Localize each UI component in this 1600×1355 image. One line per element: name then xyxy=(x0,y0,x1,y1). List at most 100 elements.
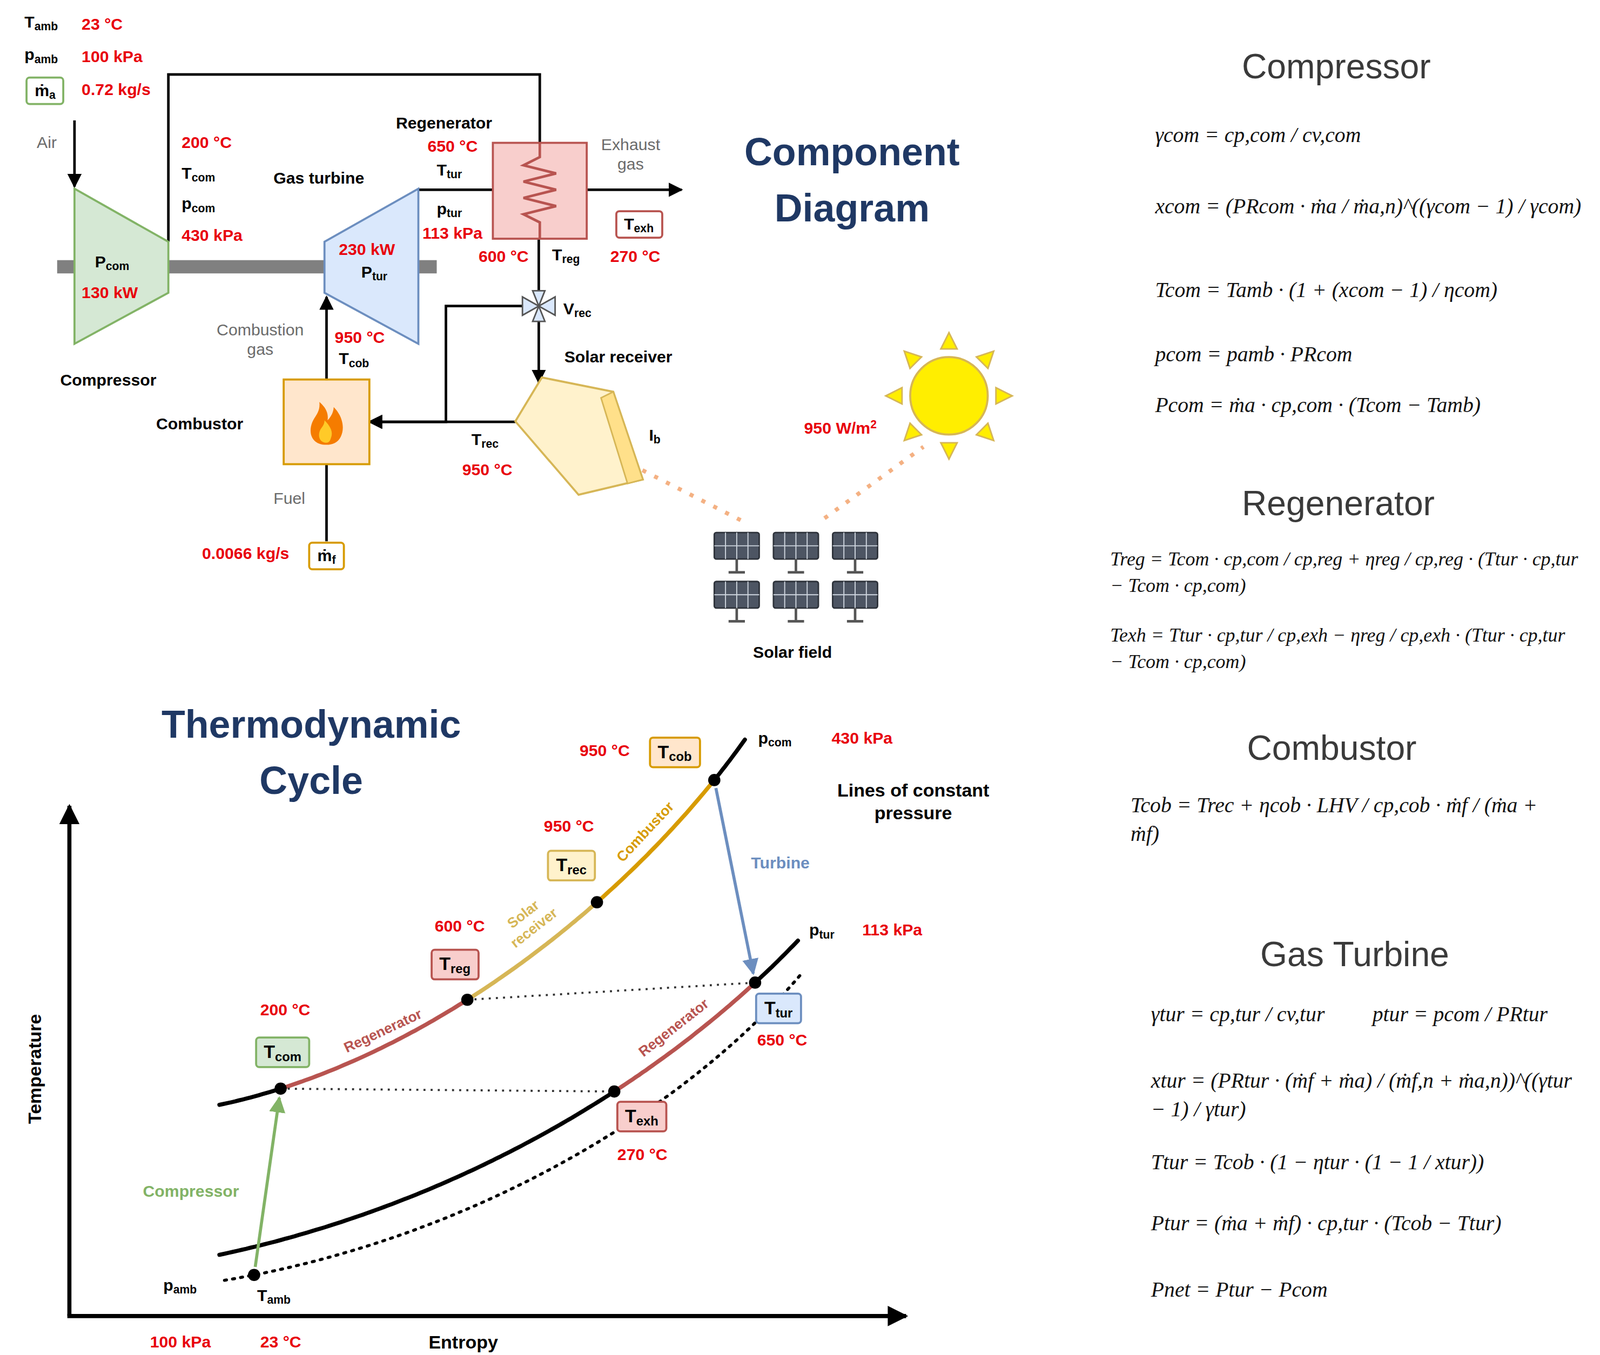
label-text: 200 °C xyxy=(181,132,232,153)
solar-panel xyxy=(714,532,759,560)
label-text: Ttur xyxy=(437,160,463,180)
flow-line xyxy=(325,464,328,542)
node-text: Regenerator xyxy=(395,113,493,133)
panel-grid xyxy=(714,594,759,596)
panel-grid xyxy=(714,545,759,547)
label-text: Exhaust gas xyxy=(593,134,668,174)
process-arrow xyxy=(254,1098,280,1268)
label-text: 100 kPa xyxy=(81,46,143,67)
label-text: ptur xyxy=(809,920,835,940)
node-text: Solar receiver xyxy=(564,346,673,367)
value-box: Tcom xyxy=(254,1036,311,1068)
process-arrow xyxy=(715,788,754,974)
box-text: ṁa xyxy=(34,79,56,102)
label-text: Combustor xyxy=(612,797,677,866)
value-box: Texh xyxy=(614,209,663,239)
value-box: Treg xyxy=(429,948,480,981)
node-text: 230 kW xyxy=(338,239,395,260)
label-text: pcom xyxy=(181,193,215,214)
flow-line xyxy=(168,74,541,242)
node-text: Solar field xyxy=(753,642,832,663)
panel-stand xyxy=(794,559,798,572)
turbine-shape xyxy=(324,188,419,344)
label-text: 0.0066 kg/s xyxy=(202,543,289,564)
label-text: 270 °C xyxy=(610,246,661,267)
panel-grid xyxy=(773,545,819,547)
node-outline xyxy=(522,290,555,322)
panel-stand xyxy=(728,620,745,623)
solar-panel xyxy=(773,532,819,560)
label-text: Regenerator xyxy=(341,1004,426,1057)
label-text: 650 °C xyxy=(757,1030,808,1051)
label-text: 113 kPa xyxy=(422,223,483,244)
sun xyxy=(910,357,988,435)
label-text: 600 °C xyxy=(478,246,529,267)
panel-stand xyxy=(854,608,857,621)
flame xyxy=(319,420,333,443)
sun-ray xyxy=(904,423,922,441)
panel-stand xyxy=(735,559,739,572)
label-text: Tamb xyxy=(24,12,58,32)
turb-node: 230 kWPturGas turbine xyxy=(324,188,419,344)
label-text: Combustion gas xyxy=(209,320,312,360)
label-text: γcom = cp,com / cv,com xyxy=(1154,120,1584,150)
solar-panel xyxy=(773,581,819,609)
label-text: Treg = Tcom · cp,com / cp,reg + ηreg / c… xyxy=(1110,546,1580,599)
node-text: Ptur xyxy=(361,261,388,282)
label-text: Ttur = Tcob · (1 − ηtur · (1 − 1 / xtur)… xyxy=(1151,1147,1580,1178)
state-point xyxy=(590,896,604,909)
label-text: 23 °C xyxy=(260,1332,302,1353)
value-box: Texh xyxy=(615,1100,668,1133)
label-text: Pcom = ṁa · cp,com · (Tcom − Tamb) xyxy=(1154,390,1584,420)
sun-ray xyxy=(940,442,958,460)
box-text: Tcom xyxy=(263,1040,302,1065)
label-text: Temperature xyxy=(24,1014,47,1125)
label-text: Ptur = (ṁa + ṁf) · cp,tur · (Tcob − Ttur… xyxy=(1151,1209,1580,1239)
flame xyxy=(310,401,344,445)
node-text: 130 kW xyxy=(81,282,138,302)
label-text: Compressor xyxy=(1241,45,1431,88)
box-text: Tcob xyxy=(657,740,692,764)
panel-stand xyxy=(846,570,864,574)
state-point xyxy=(274,1082,287,1095)
panel-grid xyxy=(832,545,878,547)
flow-line xyxy=(537,321,541,383)
comb-node: Combustor xyxy=(283,379,370,465)
combustor-box xyxy=(283,379,370,465)
valve-node: Vrec xyxy=(522,290,555,322)
panel-stand xyxy=(787,570,804,574)
solar-panel xyxy=(832,581,878,609)
node-text: Pcom xyxy=(95,252,130,272)
label-text: 600 °C xyxy=(434,916,486,936)
label-text: xcom = (PRcom · ṁa / ṁa,n)^((γcom − 1) /… xyxy=(1154,191,1584,221)
dotted-link xyxy=(467,982,756,1000)
label-text: pamb xyxy=(163,1275,197,1295)
pressure-line xyxy=(224,974,802,1281)
flow-line xyxy=(325,297,328,380)
receiver-shape xyxy=(515,377,643,495)
box-text: Treg xyxy=(439,952,471,977)
label-text: Component Diagram xyxy=(719,124,985,237)
flow-line xyxy=(369,420,516,424)
label-text: Tcob = Trec + ηcob · LHV / cp,cob · ṁf /… xyxy=(1130,790,1570,849)
label-text: Trec xyxy=(471,429,499,449)
box-text: Ttur xyxy=(764,996,793,1021)
label-text: pcom = pamb · PRcom xyxy=(1154,339,1584,369)
label-text: γtur = cp,tur / cv,tur xyxy=(1151,999,1326,1030)
label-text: Tcom xyxy=(181,163,215,183)
pressure-line xyxy=(219,1093,613,1256)
sun-beam xyxy=(630,464,745,523)
sun-beam xyxy=(824,446,924,519)
label-text: 430 kPa xyxy=(831,728,893,749)
value-box: Tcob xyxy=(648,736,701,769)
sun-ray xyxy=(885,387,903,405)
node-outline xyxy=(283,379,370,465)
node-outline xyxy=(714,532,880,623)
pressure-line xyxy=(612,984,753,1093)
label-text: 950 °C xyxy=(462,460,513,480)
label-text: pcom xyxy=(758,728,792,749)
label-text: 950 °C xyxy=(579,740,630,761)
comp-node: Pcom130 kWCompressor xyxy=(74,188,169,344)
solar-panel xyxy=(714,581,759,609)
